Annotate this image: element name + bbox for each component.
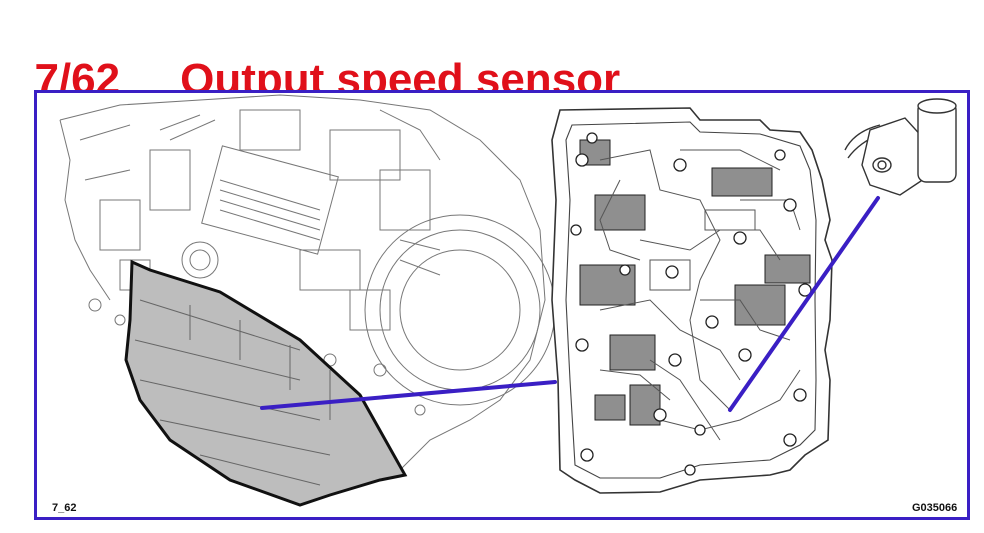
valve-body-illustration (551, 107, 833, 494)
sensor-pointer (728, 196, 880, 412)
output-speed-sensor-illustration (844, 98, 957, 196)
transmission-illustration (59, 94, 556, 471)
figure-code-left: 7_62 (52, 502, 77, 514)
pan-pointer (260, 380, 557, 410)
oil-pan (124, 259, 408, 507)
figure-code-right: G035066 (912, 502, 958, 514)
pointer-lines (260, 196, 880, 412)
